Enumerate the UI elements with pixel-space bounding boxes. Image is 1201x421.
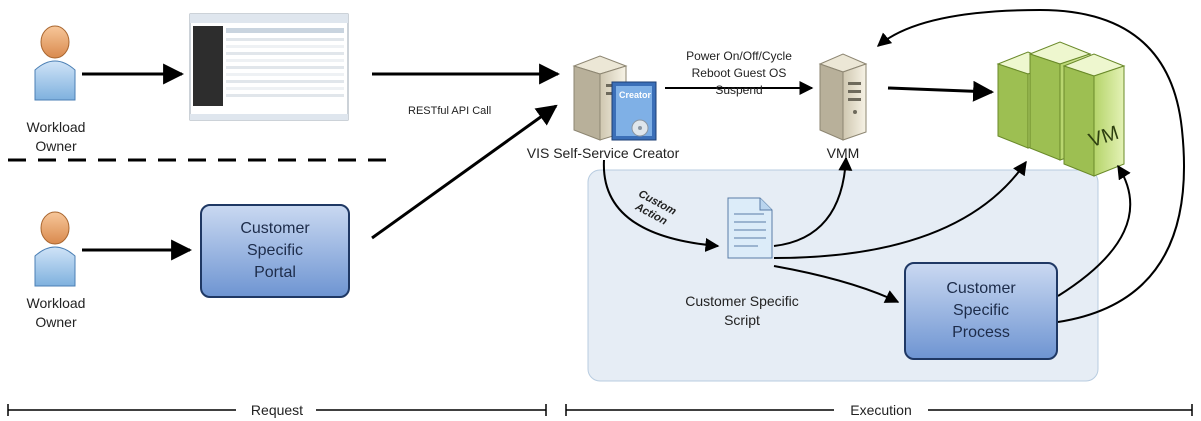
timeline-execution-label: Execution bbox=[850, 402, 912, 418]
person-icon bbox=[34, 25, 76, 101]
restful-api-call-label: RESTful API Call bbox=[408, 105, 492, 117]
arrow-vmm-to-vm bbox=[887, 80, 995, 102]
arrow-script-to-vm bbox=[773, 160, 1027, 259]
vm-servers-icon bbox=[996, 41, 1126, 177]
arrow-portal-to-creator bbox=[371, 104, 558, 240]
arrow-process-to-vm bbox=[1057, 164, 1132, 297]
arrow-script-to-vmm bbox=[773, 156, 853, 247]
power-operations-label: Power On/Off/Cycle Reboot Guest OS Suspe… bbox=[686, 49, 792, 97]
arrow-process-loop-to-vmm bbox=[876, 8, 1186, 323]
arrow-script-to-process bbox=[773, 265, 900, 303]
creator-label: VIS Self-Service Creator bbox=[526, 145, 680, 161]
vmm-label: VMM bbox=[826, 145, 860, 161]
timeline-execution bbox=[565, 404, 1193, 416]
customer-specific-portal-box: Customer Specific Portal bbox=[200, 204, 350, 298]
vmm-server-icon bbox=[818, 53, 868, 141]
arrow-creator-to-script bbox=[602, 159, 720, 252]
script-document-icon bbox=[727, 197, 773, 259]
creator-badge-text: Creator bbox=[618, 90, 651, 100]
timeline-request-label: Request bbox=[250, 402, 304, 418]
customer-specific-process-box: Customer Specific Process bbox=[904, 262, 1058, 360]
timeline-request bbox=[7, 404, 547, 416]
person-icon bbox=[34, 211, 76, 287]
web-portal-screenshot bbox=[189, 13, 349, 121]
creator-server-icon bbox=[572, 55, 657, 141]
